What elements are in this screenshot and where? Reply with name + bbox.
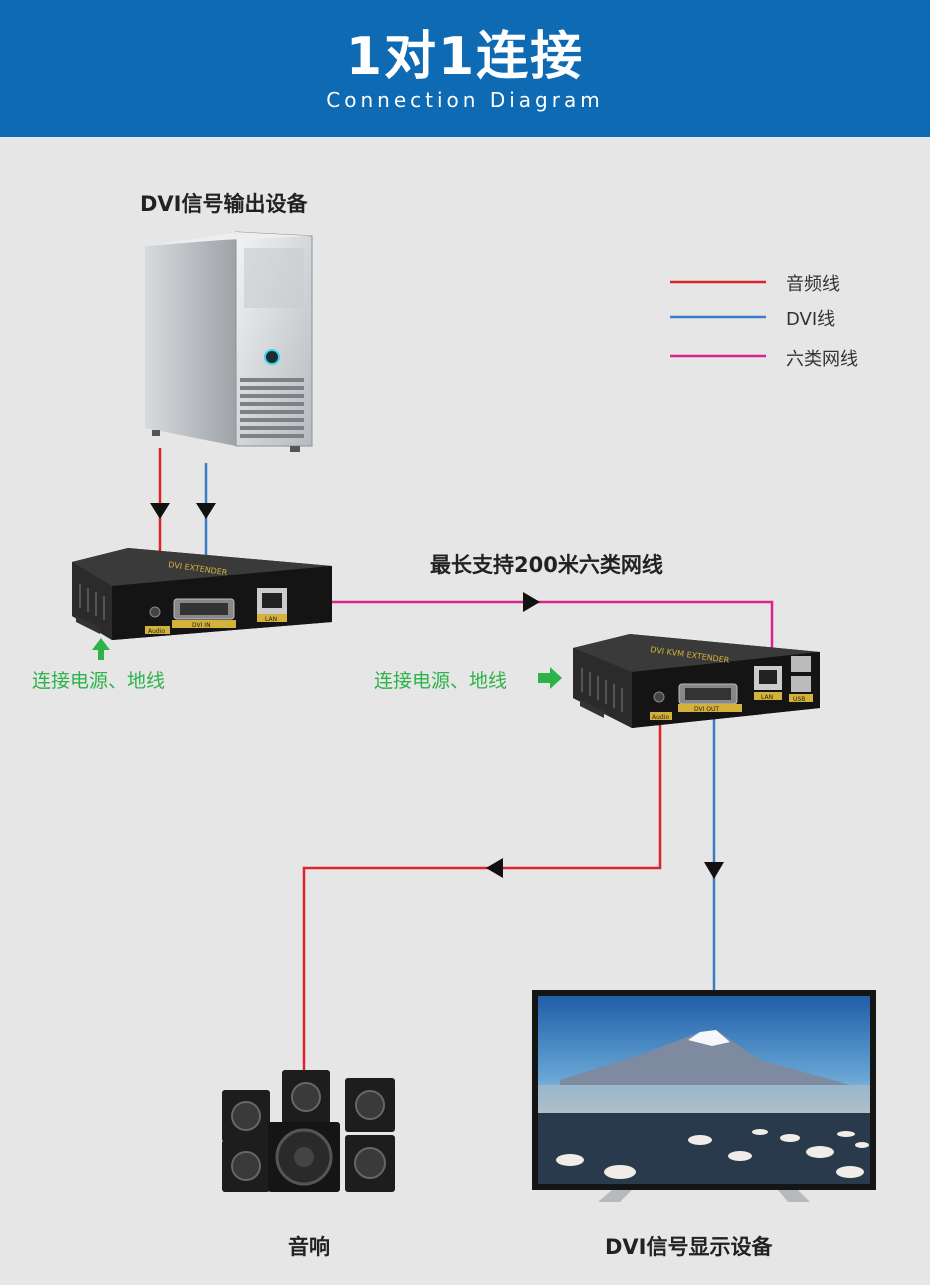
speakers-icon	[222, 1070, 395, 1192]
arrow-left-icon	[486, 858, 503, 878]
arrow-down-icon	[704, 862, 724, 879]
transmitter-device: DVI EXTENDER Audio DVI IN LAN	[72, 548, 332, 640]
power-note-transmitter: 连接电源、地线	[32, 670, 166, 692]
audio-port-label: Audio	[652, 714, 669, 721]
lan-port-label: LAN	[265, 616, 277, 623]
arrow-down-icon	[150, 503, 170, 519]
tv-display-icon	[532, 990, 876, 1202]
page-title: 1对1连接	[345, 27, 585, 87]
dvi-out-port-label: DVI OUT	[694, 706, 719, 713]
legend-cat6-label: 六类网线	[786, 349, 858, 370]
legend-audio-label: 音频线	[786, 274, 840, 295]
usb-port-label: USB	[793, 696, 805, 703]
legend-dvi-label: DVI线	[786, 309, 836, 330]
lan-port-label: LAN	[761, 694, 773, 701]
dvi-in-port-label: DVI IN	[192, 622, 211, 629]
display-device-label: DVI信号显示设备	[605, 1235, 773, 1259]
audio-cable-output	[302, 722, 662, 1080]
audio-port-label: Audio	[148, 628, 165, 635]
cable-length-note: 最长支持200米六类网线	[430, 553, 663, 577]
power-arrow-right-icon	[538, 667, 562, 689]
speakers-label: 音响	[288, 1235, 330, 1259]
power-arrow-up-icon	[92, 638, 110, 660]
receiver-device: DVI KVM EXTENDER Audio DVI OUT LAN USB	[573, 634, 820, 728]
arrow-down-icon	[196, 503, 216, 519]
page-subtitle: Connection Diagram	[326, 88, 604, 112]
arrow-right-icon	[523, 592, 540, 612]
source-device-label: DVI信号输出设备	[140, 192, 308, 216]
computer-tower-icon	[145, 231, 313, 452]
header-banner: 1对1连接 Connection Diagram	[0, 0, 930, 137]
power-note-receiver: 连接电源、地线	[374, 670, 508, 692]
